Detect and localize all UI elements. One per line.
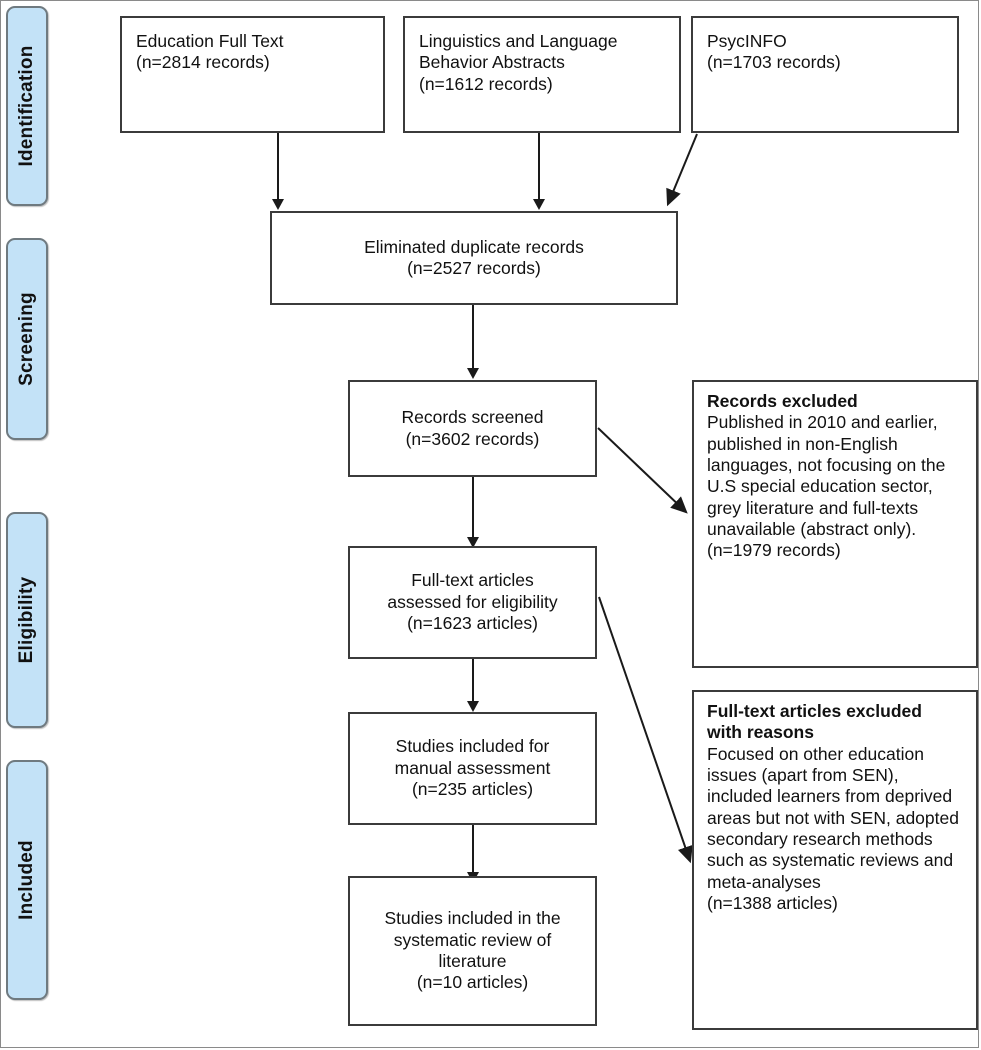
- source-count: (n=2814 records): [136, 52, 270, 73]
- source-name-line2: Behavior Abstracts: [419, 52, 565, 73]
- fulltext-excluded-count: (n=1388 articles): [707, 893, 838, 914]
- fulltext-excluded-body: Focused on other education issues (apart…: [707, 743, 959, 892]
- records-excluded-heading: Records excluded: [707, 391, 858, 411]
- phase-tab-eligibility[interactable]: Eligibility: [6, 512, 48, 728]
- phase-tab-label: Included: [16, 840, 37, 920]
- phase-tab-screening[interactable]: Screening: [6, 238, 48, 440]
- source-name: PsycINFO: [707, 31, 787, 51]
- box-fulltext-excluded: Full-text articles excluded with reasons…: [692, 690, 978, 1030]
- manual-count: (n=235 articles): [411, 779, 534, 800]
- phase-tab-label: Screening: [16, 292, 37, 386]
- connector-fulltext-to-manual: [472, 659, 474, 703]
- connector-duplicates-to-screened: [472, 305, 474, 369]
- source-box-llba: Linguistics and Language Behavior Abstra…: [403, 16, 681, 133]
- box-fulltext-assessed: Full-text articles assessed for eligibil…: [348, 546, 597, 659]
- phase-tab-label: Identification: [16, 45, 37, 167]
- records-excluded-count: (n=1979 records): [707, 540, 841, 561]
- phase-tab-included[interactable]: Included: [6, 760, 48, 1000]
- arrowhead-duplicates-to-screened: [467, 368, 479, 379]
- fulltext-excluded-heading-line2: with reasons: [707, 722, 814, 743]
- fulltext-label-line1: Full-text articles: [411, 570, 534, 591]
- arrowhead-fulltext-to-manual: [467, 701, 479, 712]
- fulltext-count: (n=1623 articles): [407, 613, 538, 634]
- manual-label-line1: Studies included for: [395, 736, 550, 757]
- arrowhead-llba-to-duplicates: [533, 199, 545, 210]
- box-records-screened: Records screened (n=3602 records): [348, 380, 597, 477]
- box-records-excluded: Records excluded Published in 2010 and e…: [692, 380, 978, 668]
- fulltext-label-line2: assessed for eligibility: [387, 591, 558, 612]
- manual-label-line2: manual assessment: [394, 757, 551, 778]
- arrowhead-screened-to-fulltext: [467, 537, 479, 548]
- phase-tab-identification[interactable]: Identification: [6, 6, 48, 206]
- source-count: (n=1703 records): [707, 52, 841, 73]
- screened-label: Records screened: [401, 407, 544, 428]
- records-excluded-body: Published in 2010 and earlier, published…: [707, 412, 946, 540]
- included-label-line2: systematic review of: [393, 929, 552, 950]
- fulltext-excluded-heading-line1: Full-text articles excluded: [707, 701, 922, 721]
- connector-llba-to-duplicates: [538, 133, 540, 200]
- box-manual-assessment: Studies included for manual assessment (…: [348, 712, 597, 825]
- included-label-line3: literature: [438, 951, 507, 971]
- arrowhead-education-to-duplicates: [272, 199, 284, 210]
- screened-count: (n=3602 records): [405, 428, 540, 449]
- source-box-education-full-text: Education Full Text (n=2814 records): [120, 16, 385, 133]
- connector-manual-to-included: [472, 825, 474, 874]
- source-name: Education Full Text: [136, 31, 284, 51]
- source-name-line1: Linguistics and Language: [419, 31, 618, 51]
- connector-screened-to-fulltext: [472, 477, 474, 539]
- box-studies-included: Studies included in the systematic revie…: [348, 876, 597, 1026]
- connector-education-to-duplicates: [277, 133, 279, 200]
- included-count: (n=10 articles): [416, 972, 529, 993]
- included-label-line1: Studies included in the: [384, 908, 561, 929]
- source-count: (n=1612 records): [419, 73, 553, 94]
- phase-tab-label: Eligibility: [16, 576, 37, 664]
- duplicates-count: (n=2527 records): [407, 258, 541, 278]
- source-box-psycinfo: PsycINFO (n=1703 records): [691, 16, 959, 133]
- duplicates-label: Eliminated duplicate records: [364, 236, 584, 257]
- box-eliminated-duplicates: Eliminated duplicate records (n=2527 rec…: [270, 211, 678, 305]
